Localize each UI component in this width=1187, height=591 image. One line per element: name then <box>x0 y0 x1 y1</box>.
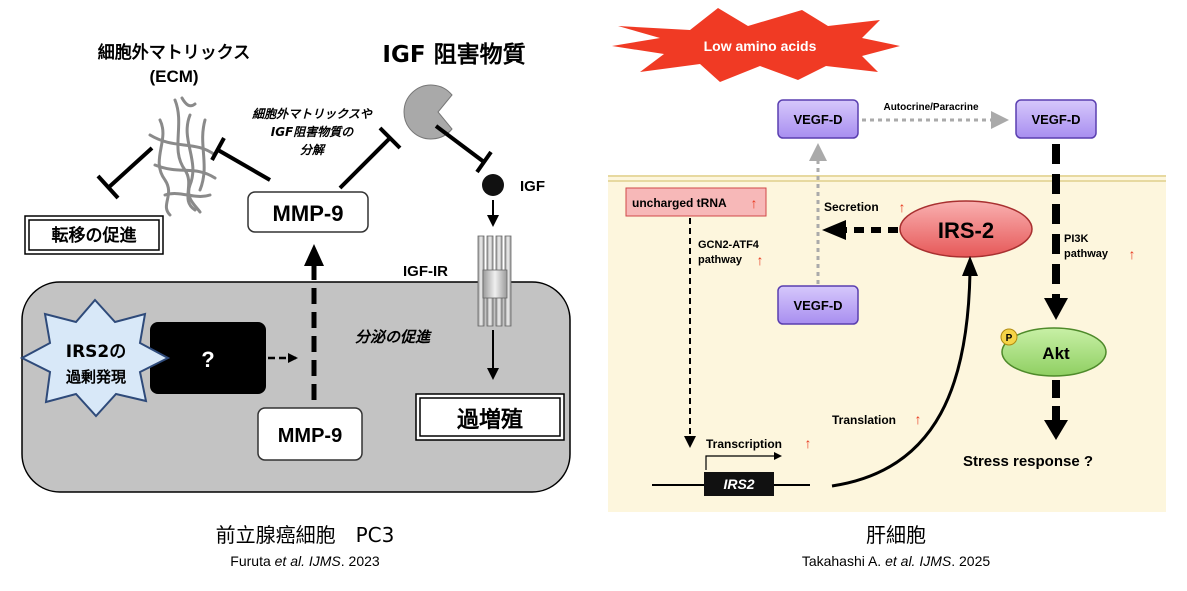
translation-label: Translation <box>832 413 896 427</box>
degradation-note-line2: IGF阻害物質の <box>271 125 355 139</box>
vegf-d-top-right-label: VEGF-D <box>1031 112 1080 127</box>
uncharged-trna-box <box>625 187 767 217</box>
gcn2-label-line2: pathway <box>698 254 743 266</box>
right-caption-title: 肝細胞 <box>866 523 926 547</box>
vegf-d-top-left-box <box>777 99 859 139</box>
transcription-label: Transcription <box>706 437 782 451</box>
right-citation-author: Takahashi A. <box>802 553 885 569</box>
irs2-overexpression-line1: IRS2の <box>66 342 127 362</box>
low-amino-acids-burst <box>612 8 900 82</box>
proliferation-label: 過増殖 <box>457 407 523 433</box>
translation-arrow <box>831 271 972 488</box>
irs2-protein-ellipse <box>899 200 1033 258</box>
mmp9-intracellular-label: MMP-9 <box>278 425 342 447</box>
igf-ligand-icon <box>482 174 504 196</box>
igf-label: IGF <box>520 178 545 195</box>
pi3k-up-arrow: ↑ <box>1129 246 1136 262</box>
transcription-up-arrow: ↑ <box>805 435 812 451</box>
secretion-label: Secretion <box>824 200 879 214</box>
akt-ellipse <box>1001 327 1107 377</box>
right-citation: Takahashi A. et al. IJMS. 2025 <box>802 553 991 569</box>
left-citation-year: . 2023 <box>341 553 380 569</box>
metastasis-label: 転移の促進 <box>52 225 137 246</box>
low-amino-acids-label: Low amino acids <box>704 38 817 54</box>
uncharged-trna-up-arrow: ↑ <box>751 195 758 211</box>
mmp9-intracellular-box <box>257 407 363 461</box>
degradation-note-line1: 細胞外マトリックスや <box>251 107 373 121</box>
left-panel-prostate-cancer: 細胞外マトリックス (ECM) IGF 阻害物質 細胞外マトリックスや IGF阻… <box>19 41 571 569</box>
phospho-icon <box>1000 328 1018 346</box>
left-citation-etal: et al. IJMS <box>275 553 342 569</box>
autocrine-label: Autocrine/Paracrine <box>883 102 978 113</box>
igf-ir-label: IGF-IR <box>403 263 448 280</box>
left-caption-title: 前立腺癌細胞 PC3 <box>216 523 395 547</box>
irs2-overexpression-star <box>19 298 171 418</box>
igf-inhibitor-title: IGF 阻害物質 <box>382 41 525 68</box>
gcn2-up-arrow: ↑ <box>757 252 764 268</box>
inhibition-lines <box>96 124 493 200</box>
pi3k-label-line2: pathway <box>1064 248 1109 260</box>
akt-label: Akt <box>1042 344 1070 363</box>
left-citation: Furuta et al. IJMS. 2023 <box>230 553 380 569</box>
irs2-gene-label: IRS2 <box>723 476 754 492</box>
ecm-label: 細胞外マトリックス <box>98 42 251 63</box>
left-citation-author: Furuta <box>230 553 274 569</box>
irs2-protein-label: IRS-2 <box>938 218 994 243</box>
secretion-promotion-label: 分泌の促進 <box>355 328 432 346</box>
right-citation-year: . 2025 <box>951 553 990 569</box>
igf-ir-receptor-icon <box>477 235 512 327</box>
ecm-abbr: (ECM) <box>149 67 198 86</box>
right-citation-etal: et al. IJMS <box>885 553 952 569</box>
uncharged-trna-label: uncharged tRNA <box>632 196 727 210</box>
pi3k-label-line1: PI3K <box>1064 233 1089 245</box>
ecm-fibers-icon <box>148 96 217 217</box>
proliferation-box <box>415 393 565 441</box>
irs2-gene-box <box>704 472 774 496</box>
igf-inhibitor-icon <box>403 84 453 140</box>
irs2-overexpression-line2: 過剰発現 <box>65 368 126 386</box>
phospho-label: P <box>1006 333 1013 344</box>
unknown-factor-label: ? <box>201 347 214 372</box>
degradation-note-line3: 分解 <box>300 143 326 157</box>
mmp9-extracellular-label: MMP-9 <box>273 201 344 226</box>
vegf-d-inner-label: VEGF-D <box>793 298 842 313</box>
stress-response-label: Stress response ? <box>963 453 1093 470</box>
metastasis-box <box>24 215 164 255</box>
unknown-factor-box <box>150 322 266 394</box>
vegf-d-top-left-label: VEGF-D <box>793 112 842 127</box>
secretion-up-arrow: ↑ <box>899 199 906 215</box>
vegf-d-inner-box <box>777 285 859 325</box>
mmp9-extracellular-box <box>247 191 369 233</box>
translation-up-arrow: ↑ <box>915 411 922 427</box>
vegf-d-top-right-box <box>1015 99 1097 139</box>
right-panel-hepatocyte: Low amino acids VEGF-D Autocrine/Paracri… <box>608 8 1166 569</box>
gcn2-label-line1: GCN2-ATF4 <box>698 239 760 251</box>
